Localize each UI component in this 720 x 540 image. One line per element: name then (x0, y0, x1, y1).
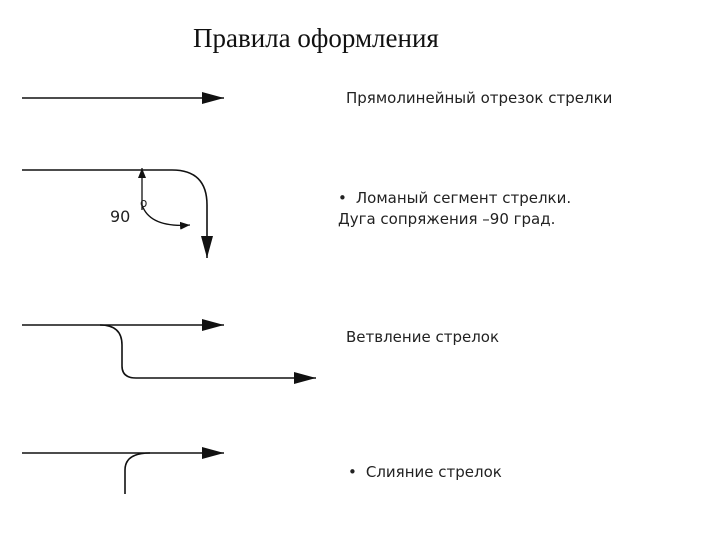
bullet: • (348, 463, 357, 481)
broken-arrow: 90 o (22, 168, 213, 258)
angle-label: 90 (110, 207, 130, 226)
degree-mark: o (140, 196, 147, 210)
caption-merging: • Слияние стрелок (348, 463, 502, 481)
caption-branching: Ветвление стрелок (346, 328, 500, 346)
caption-broken-segment: • Ломаный сегмент стрелки. Дуга сопряжени… (338, 188, 571, 230)
caption-broken-line1: Ломаный сегмент стрелки. (355, 189, 572, 207)
bullet: • (338, 189, 347, 207)
merge-arrow (22, 447, 224, 494)
caption-straight-segment: Прямолинейный отрезок стрелки (346, 89, 613, 107)
branch-arrow (22, 319, 316, 384)
page-title: Правила оформления стрелок (193, 23, 439, 66)
caption-merge-text: Слияние стрелок (365, 463, 502, 481)
caption-broken-line2: Дуга сопряжения –90 град. (338, 210, 556, 228)
